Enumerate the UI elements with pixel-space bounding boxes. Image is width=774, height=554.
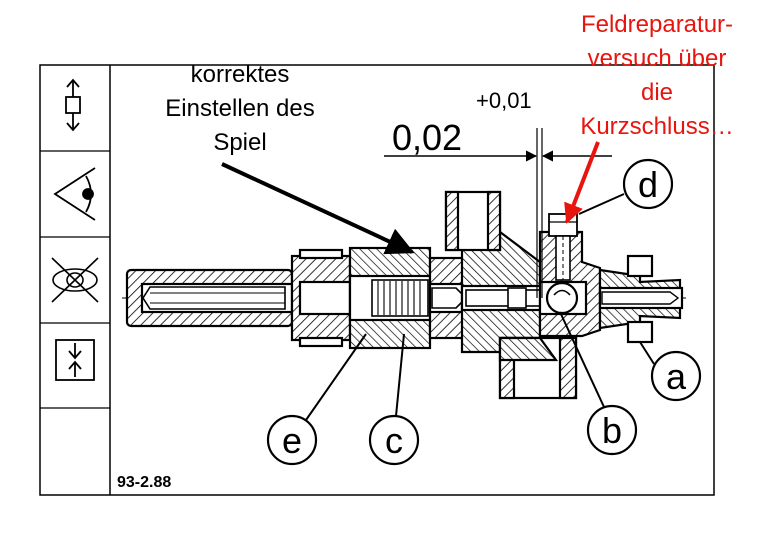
callout-line-2: Einstellen des [165,95,314,122]
dimension-tolerance: +0,01 [476,88,532,113]
annotation-line-2: versuch über [588,45,727,72]
part-letter-a: a [666,356,687,397]
field-repair-annotation: Feldreparatur- versuch über die Kurzschl… [564,11,734,224]
drawing-frame [39,64,715,496]
part-letter-b: b [602,410,622,451]
part-label-e: e [266,333,367,466]
press-together-icon [55,339,95,381]
clearance-dimension: 0,02 +0,01 [384,88,612,298]
part-letter-e: e [282,420,302,461]
part-label-a: a [639,341,702,402]
annotation-line-4: Kurzschluss… [580,113,733,140]
part-letter-d: d [638,164,658,205]
callout-leader [221,162,415,255]
figure-code: 93-2.88 [117,474,171,491]
callout-line-1: korrektes [191,61,290,88]
annotation-line-1: Feldreparatur- [581,11,733,38]
part-label-d: d [578,158,674,215]
annotation-arrow [564,141,600,224]
valve-assembly [125,190,684,400]
crossed-eye-icon [51,257,99,303]
part-label-c: c [368,333,420,466]
callout: korrektes Einstellen des Spiel [165,61,415,255]
pull-push-icon [65,78,81,132]
callout-line-3: Spiel [213,129,266,156]
annotation-line-3: die [641,79,673,106]
dimension-value: 0,02 [392,117,462,158]
part-letter-c: c [385,420,403,461]
part-label-b: b [559,311,638,456]
eye-inspect-icon [53,167,96,221]
